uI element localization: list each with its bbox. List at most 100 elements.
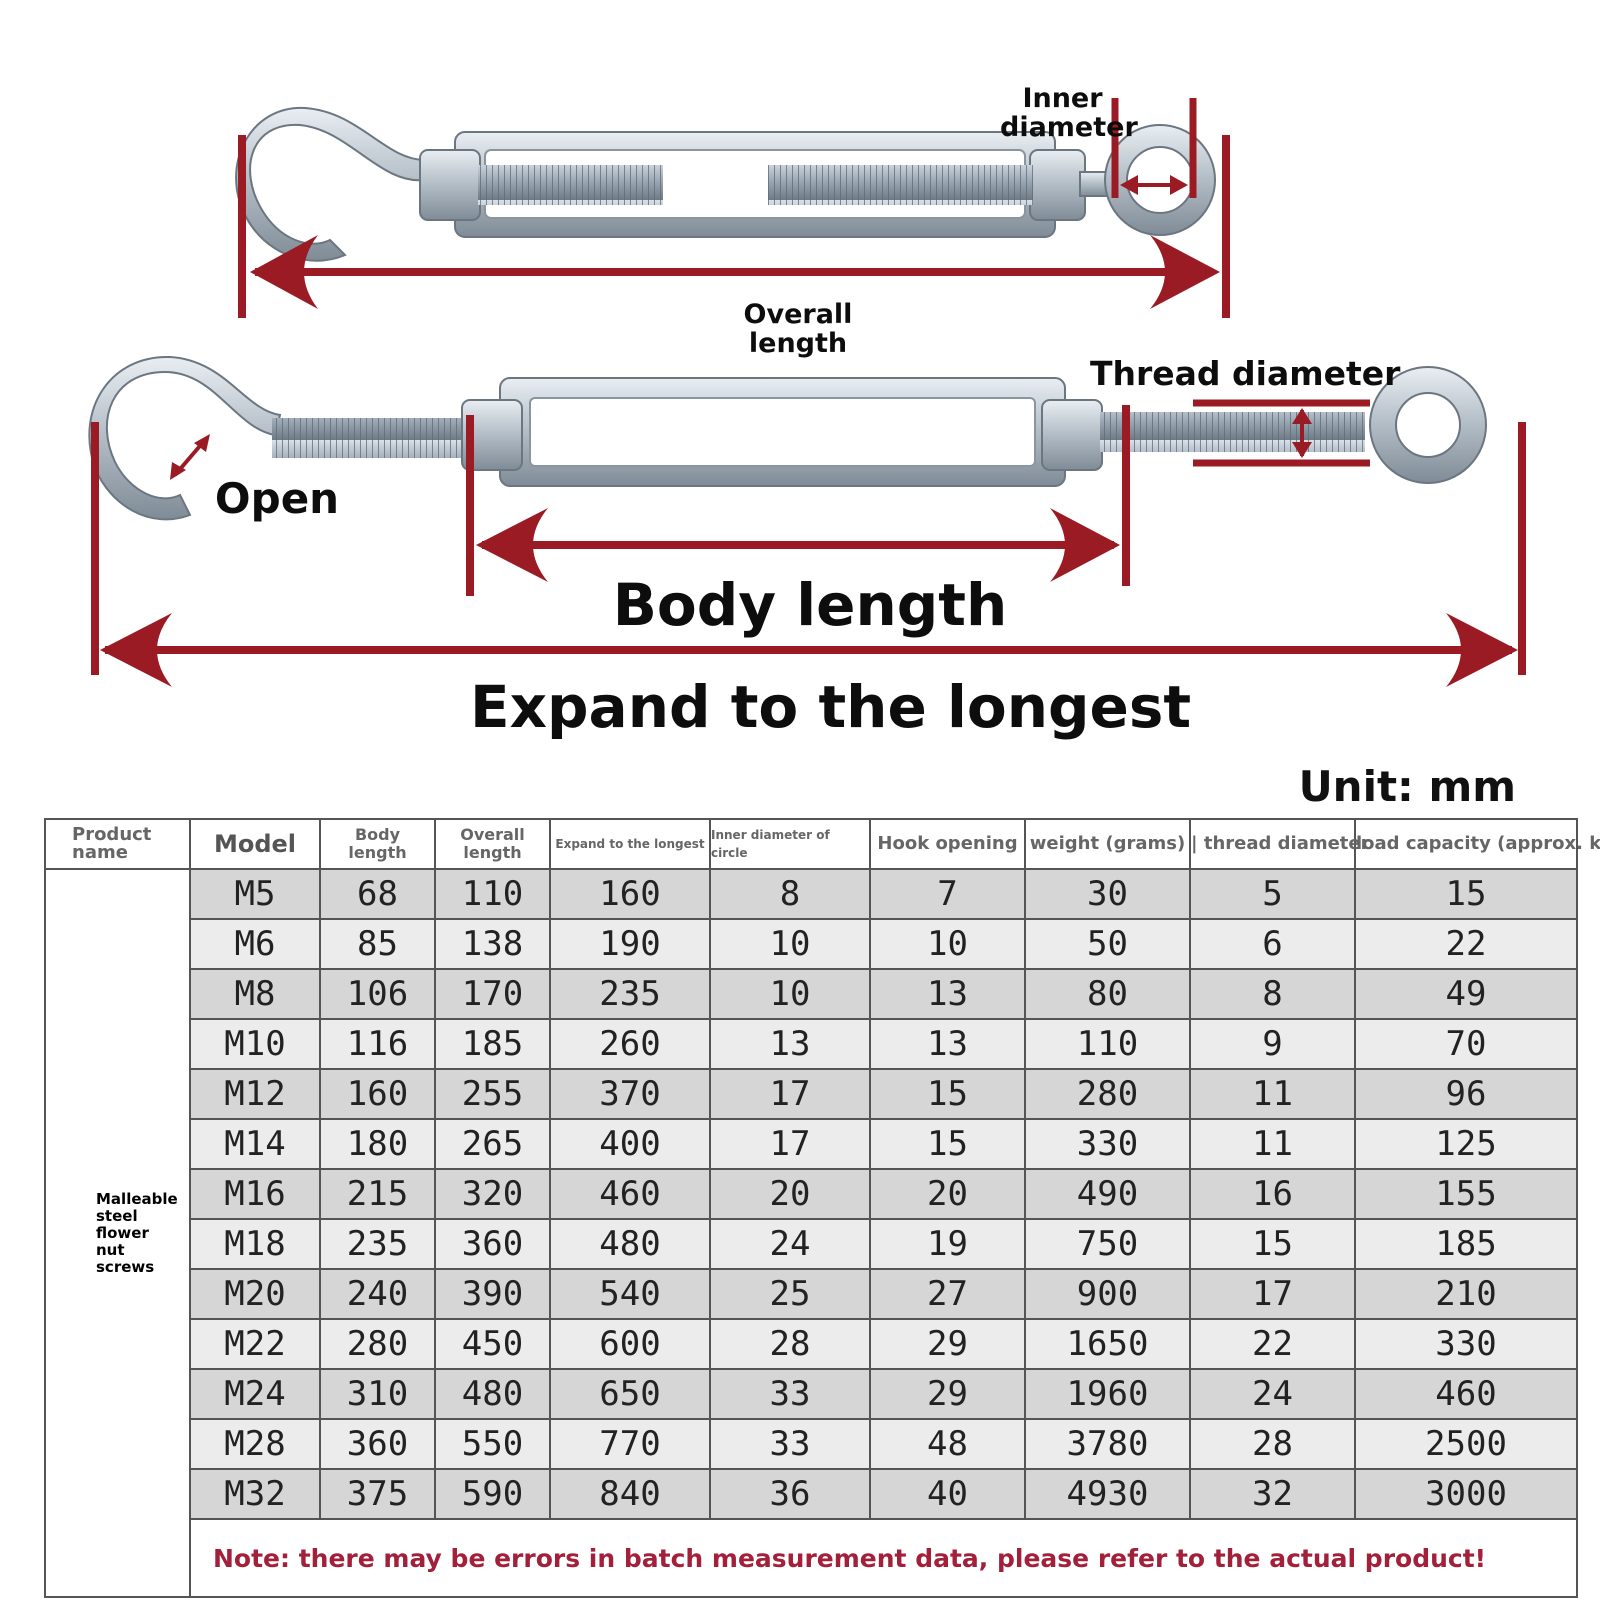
table-cell: 170: [434, 968, 551, 1020]
expand-longest-label: Expand to the longest: [470, 673, 1192, 741]
table-cell: 20: [709, 1168, 871, 1220]
table-cell: 13: [869, 968, 1026, 1020]
table-cell: 600: [549, 1318, 711, 1370]
table-cell: 24: [709, 1218, 871, 1270]
table-cell: 190: [549, 918, 711, 970]
model-cell: M32: [189, 1468, 321, 1520]
model-cell: M24: [189, 1368, 321, 1420]
header-body-length: Body length: [319, 818, 436, 870]
table-cell: 8: [709, 868, 871, 920]
bottom-turnbuckle: [88, 355, 1487, 521]
table-cell: 265: [434, 1118, 551, 1170]
table-cell: 8: [1189, 968, 1356, 1020]
thread-diameter-label: Thread diameter: [1090, 354, 1401, 393]
bottom-dimensions: [91, 399, 1526, 687]
header-weight: weight (grams): [1024, 818, 1191, 870]
note-row: Note: there may be errors in batch measu…: [45, 1518, 1578, 1598]
table-cell: 1650: [1024, 1318, 1191, 1370]
table-cell: 185: [434, 1018, 551, 1070]
table-cell: 13: [869, 1018, 1026, 1070]
table-cell: 480: [549, 1218, 711, 1270]
table-cell: 17: [1189, 1268, 1356, 1320]
table-cell: 106: [319, 968, 436, 1020]
table-cell: 85: [319, 918, 436, 970]
table-cell: 320: [434, 1168, 551, 1220]
table-cell: 180: [319, 1118, 436, 1170]
table-cell: 235: [549, 968, 711, 1020]
table-cell: 650: [549, 1368, 711, 1420]
table-cell: 80: [1024, 968, 1191, 1020]
header-overall-length: Overall length: [434, 818, 551, 870]
table-cell: 36: [709, 1468, 871, 1520]
table-cell: 460: [1354, 1368, 1578, 1420]
table-cell: 25: [709, 1268, 871, 1320]
product-name-cell: Malleable steel flower nut screws: [44, 868, 191, 1598]
table-cell: 29: [869, 1368, 1026, 1420]
table-cell: 240: [319, 1268, 436, 1320]
top-dimensions: [238, 98, 1230, 318]
table-cell: 24: [1189, 1368, 1356, 1420]
table-cell: 210: [1354, 1268, 1578, 1320]
table-cell: 10: [709, 968, 871, 1020]
table-cell: 770: [549, 1418, 711, 1470]
header-hook-opening: Hook opening: [869, 818, 1026, 870]
table-cell: 70: [1354, 1018, 1578, 1070]
table-cell: 4930: [1024, 1468, 1191, 1520]
table-cell: 50: [1024, 918, 1191, 970]
model-cell: M20: [189, 1268, 321, 1320]
model-cell: M14: [189, 1118, 321, 1170]
table-cell: 10: [709, 918, 871, 970]
table-cell: 280: [1024, 1068, 1191, 1120]
bottom-right-thread: [1100, 412, 1365, 452]
table-cell: 1960: [1024, 1368, 1191, 1420]
table-cell: 116: [319, 1018, 436, 1070]
table-cell: 330: [1024, 1118, 1191, 1170]
table-cell: 40: [869, 1468, 1026, 1520]
table-cell: 260: [549, 1018, 711, 1070]
model-cell: M16: [189, 1168, 321, 1220]
table-cell: 32: [1189, 1468, 1356, 1520]
note-text: Note: there may be errors in batch measu…: [189, 1518, 1578, 1598]
table-cell: 33: [709, 1418, 871, 1470]
table-cell: 30: [1024, 868, 1191, 920]
table-cell: 160: [319, 1068, 436, 1120]
header-load-capacity: load capacity (approx. kg): [1354, 818, 1600, 870]
table-cell: 360: [434, 1218, 551, 1270]
top-left-thread: [478, 165, 663, 205]
table-cell: 15: [1354, 868, 1578, 920]
header-model: Model: [189, 818, 321, 870]
model-cell: M8: [189, 968, 321, 1020]
spec-table: Product name Model Body length Overall l…: [44, 818, 1600, 1598]
table-cell: 20: [869, 1168, 1026, 1220]
table-cell: 28: [709, 1318, 871, 1370]
table-cell: 138: [434, 918, 551, 970]
table-cell: 400: [549, 1118, 711, 1170]
table-cell: 490: [1024, 1168, 1191, 1220]
table-cell: 16: [1189, 1168, 1356, 1220]
table-cell: 96: [1354, 1068, 1578, 1120]
table-cell: 840: [549, 1468, 711, 1520]
overall-length-label: Overall length: [743, 299, 853, 359]
header-thread-diameter: | thread diameter: [1189, 818, 1370, 870]
inner-diameter-label: Inner diameter: [1000, 83, 1138, 143]
table-cell: 110: [1024, 1018, 1191, 1070]
table-cell: 235: [319, 1218, 436, 1270]
table-cell: 48: [869, 1418, 1026, 1470]
table-cell: 390: [434, 1268, 551, 1320]
table-cell: 68: [319, 868, 436, 920]
top-turnbuckle: [235, 106, 1216, 262]
table-cell: 750: [1024, 1218, 1191, 1270]
turnbuckle-diagram: [88, 98, 1526, 687]
table-cell: 15: [869, 1118, 1026, 1170]
table-cell: 360: [319, 1418, 436, 1470]
table-cell: 11: [1189, 1118, 1356, 1170]
